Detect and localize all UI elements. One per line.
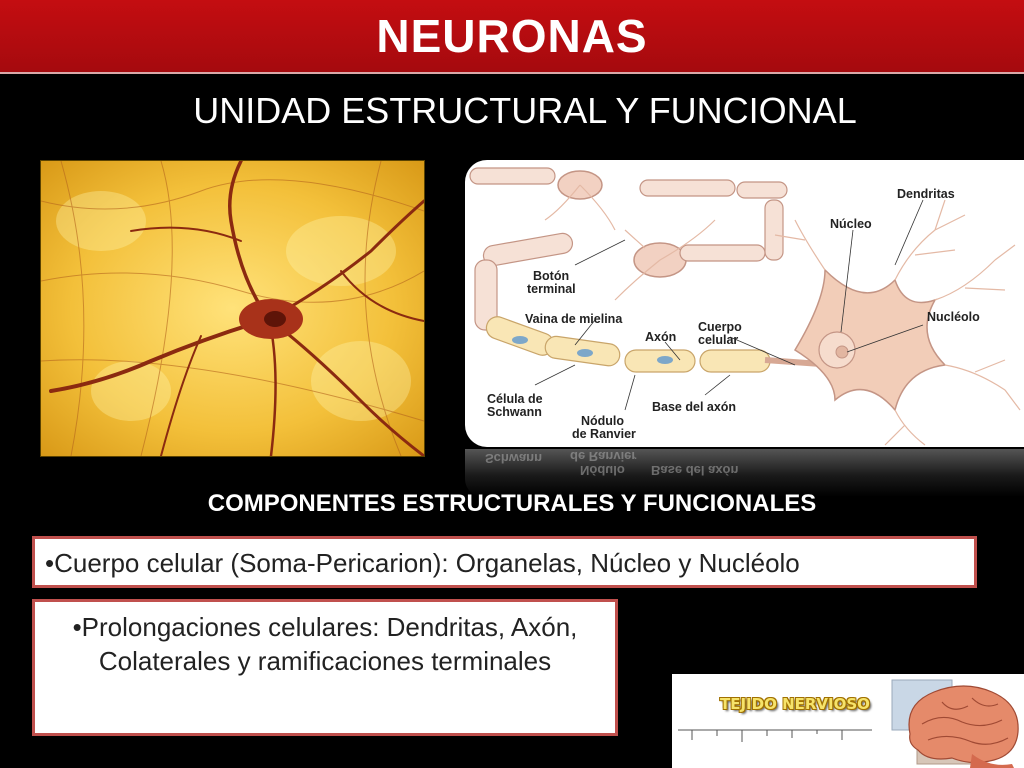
label-base-axon: Base del axón bbox=[652, 400, 736, 414]
reflection-nodulo: Nódulo bbox=[580, 463, 625, 478]
bullet-prolongaciones: •Prolongaciones celulares: Dendritas, Ax… bbox=[32, 599, 618, 736]
reflection-schwann: Schwann bbox=[485, 451, 543, 466]
brain-icon bbox=[908, 685, 1019, 768]
reflection-base: Base del axón bbox=[651, 463, 739, 478]
diagram-reflection: Schwann de Ranvier Nódulo Base del axón bbox=[465, 449, 1024, 497]
label-nodulo-1: Nódulo bbox=[581, 414, 624, 428]
bullet-cuerpo-celular: •Cuerpo celular (Soma-Pericarion): Organ… bbox=[32, 536, 977, 588]
reflection-ranvier: de Ranvier bbox=[570, 449, 637, 464]
tejido-nervioso-label: TEJIDO NERVIOSO bbox=[720, 695, 870, 713]
slide-title: NEURONAS bbox=[376, 10, 648, 62]
neuron-diagram: Dendritas Núcleo Botón terminal Vaina de… bbox=[465, 160, 1024, 447]
label-nucleo: Núcleo bbox=[830, 217, 872, 231]
label-cuerpo-1: Cuerpo bbox=[698, 320, 742, 334]
slide-subtitle: UNIDAD ESTRUCTURAL Y FUNCIONAL bbox=[193, 90, 857, 131]
label-vaina: Vaina de mielina bbox=[525, 312, 623, 326]
title-bar: NEURONAS bbox=[0, 0, 1024, 74]
label-boton-1: Botón bbox=[533, 269, 569, 283]
label-boton-2: terminal bbox=[527, 282, 576, 296]
label-dendritas: Dendritas bbox=[897, 187, 955, 201]
tejido-nervioso-thumbnail: TEJIDO NERVIOSO bbox=[672, 674, 1024, 768]
label-schwann-2: Schwann bbox=[487, 405, 542, 419]
label-axon: Axón bbox=[645, 330, 676, 344]
neuron-micrograph bbox=[40, 160, 425, 457]
label-nucleolo: Nucléolo bbox=[927, 310, 980, 324]
section-heading: COMPONENTES ESTRUCTURALES Y FUNCIONALES bbox=[207, 490, 817, 517]
label-cuerpo-2: celular bbox=[698, 333, 738, 347]
label-nodulo-2: de Ranvier bbox=[572, 427, 636, 441]
label-schwann-1: Célula de bbox=[487, 392, 543, 406]
